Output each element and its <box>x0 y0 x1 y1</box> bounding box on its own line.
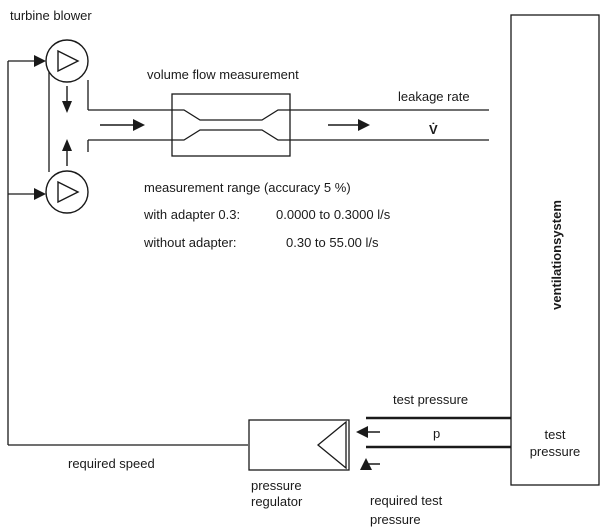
arrow-right-icon <box>34 55 46 67</box>
arrow-right-icon <box>34 188 46 200</box>
arrow-up-icon <box>62 139 72 166</box>
range-with-adapter-value: 0.0000 to 0.3000 l/s <box>276 207 391 222</box>
arrow-left-icon <box>356 426 380 438</box>
required-test-line1: required test <box>370 493 443 508</box>
speed-feedback-line <box>7 60 40 445</box>
duct <box>88 109 489 141</box>
arrow-down-icon <box>62 86 72 113</box>
regulator-label-line2: regulator <box>251 494 303 509</box>
volume-flow-meter <box>171 93 291 157</box>
arrow-right-icon <box>100 119 145 131</box>
volume-flow-label: volume flow measurement <box>147 67 299 82</box>
arrow-up-icon <box>360 458 380 470</box>
lower-blower-triangle-icon <box>57 180 80 204</box>
lower-blower-circle <box>45 170 89 214</box>
turbine-blower-label: turbine blower <box>10 8 92 23</box>
ventilation-system-box <box>510 14 600 486</box>
range-with-adapter-label: with adapter 0.3: <box>143 207 240 222</box>
p-symbol: p <box>433 426 440 441</box>
upper-blower-triangle-icon <box>57 49 80 73</box>
measurement-range-title: measurement range (accuracy 5 %) <box>144 180 351 195</box>
regulator-label-line1: pressure <box>251 478 302 493</box>
test-pressure-right-line1: test <box>545 427 566 442</box>
leakage-rate-label: leakage rate <box>398 89 470 104</box>
vdot-symbol: V̇ <box>429 122 438 137</box>
required-speed-label: required speed <box>68 456 155 471</box>
test-pressure-right-line2: pressure <box>530 444 581 459</box>
regulator-triangle-icon <box>316 420 347 470</box>
range-without-adapter-label: without adapter: <box>143 235 237 250</box>
upper-blower-circle <box>45 39 89 83</box>
arrow-right-icon <box>328 119 370 131</box>
ventilation-system-label: ventilationsystem <box>549 200 564 310</box>
pressure-regulator-box <box>248 419 350 471</box>
blower-column-outline <box>48 62 89 172</box>
required-test-line2: pressure <box>370 512 421 527</box>
range-without-adapter-value: 0.30 to 55.00 l/s <box>286 235 379 250</box>
test-pressure-label: test pressure <box>393 392 468 407</box>
